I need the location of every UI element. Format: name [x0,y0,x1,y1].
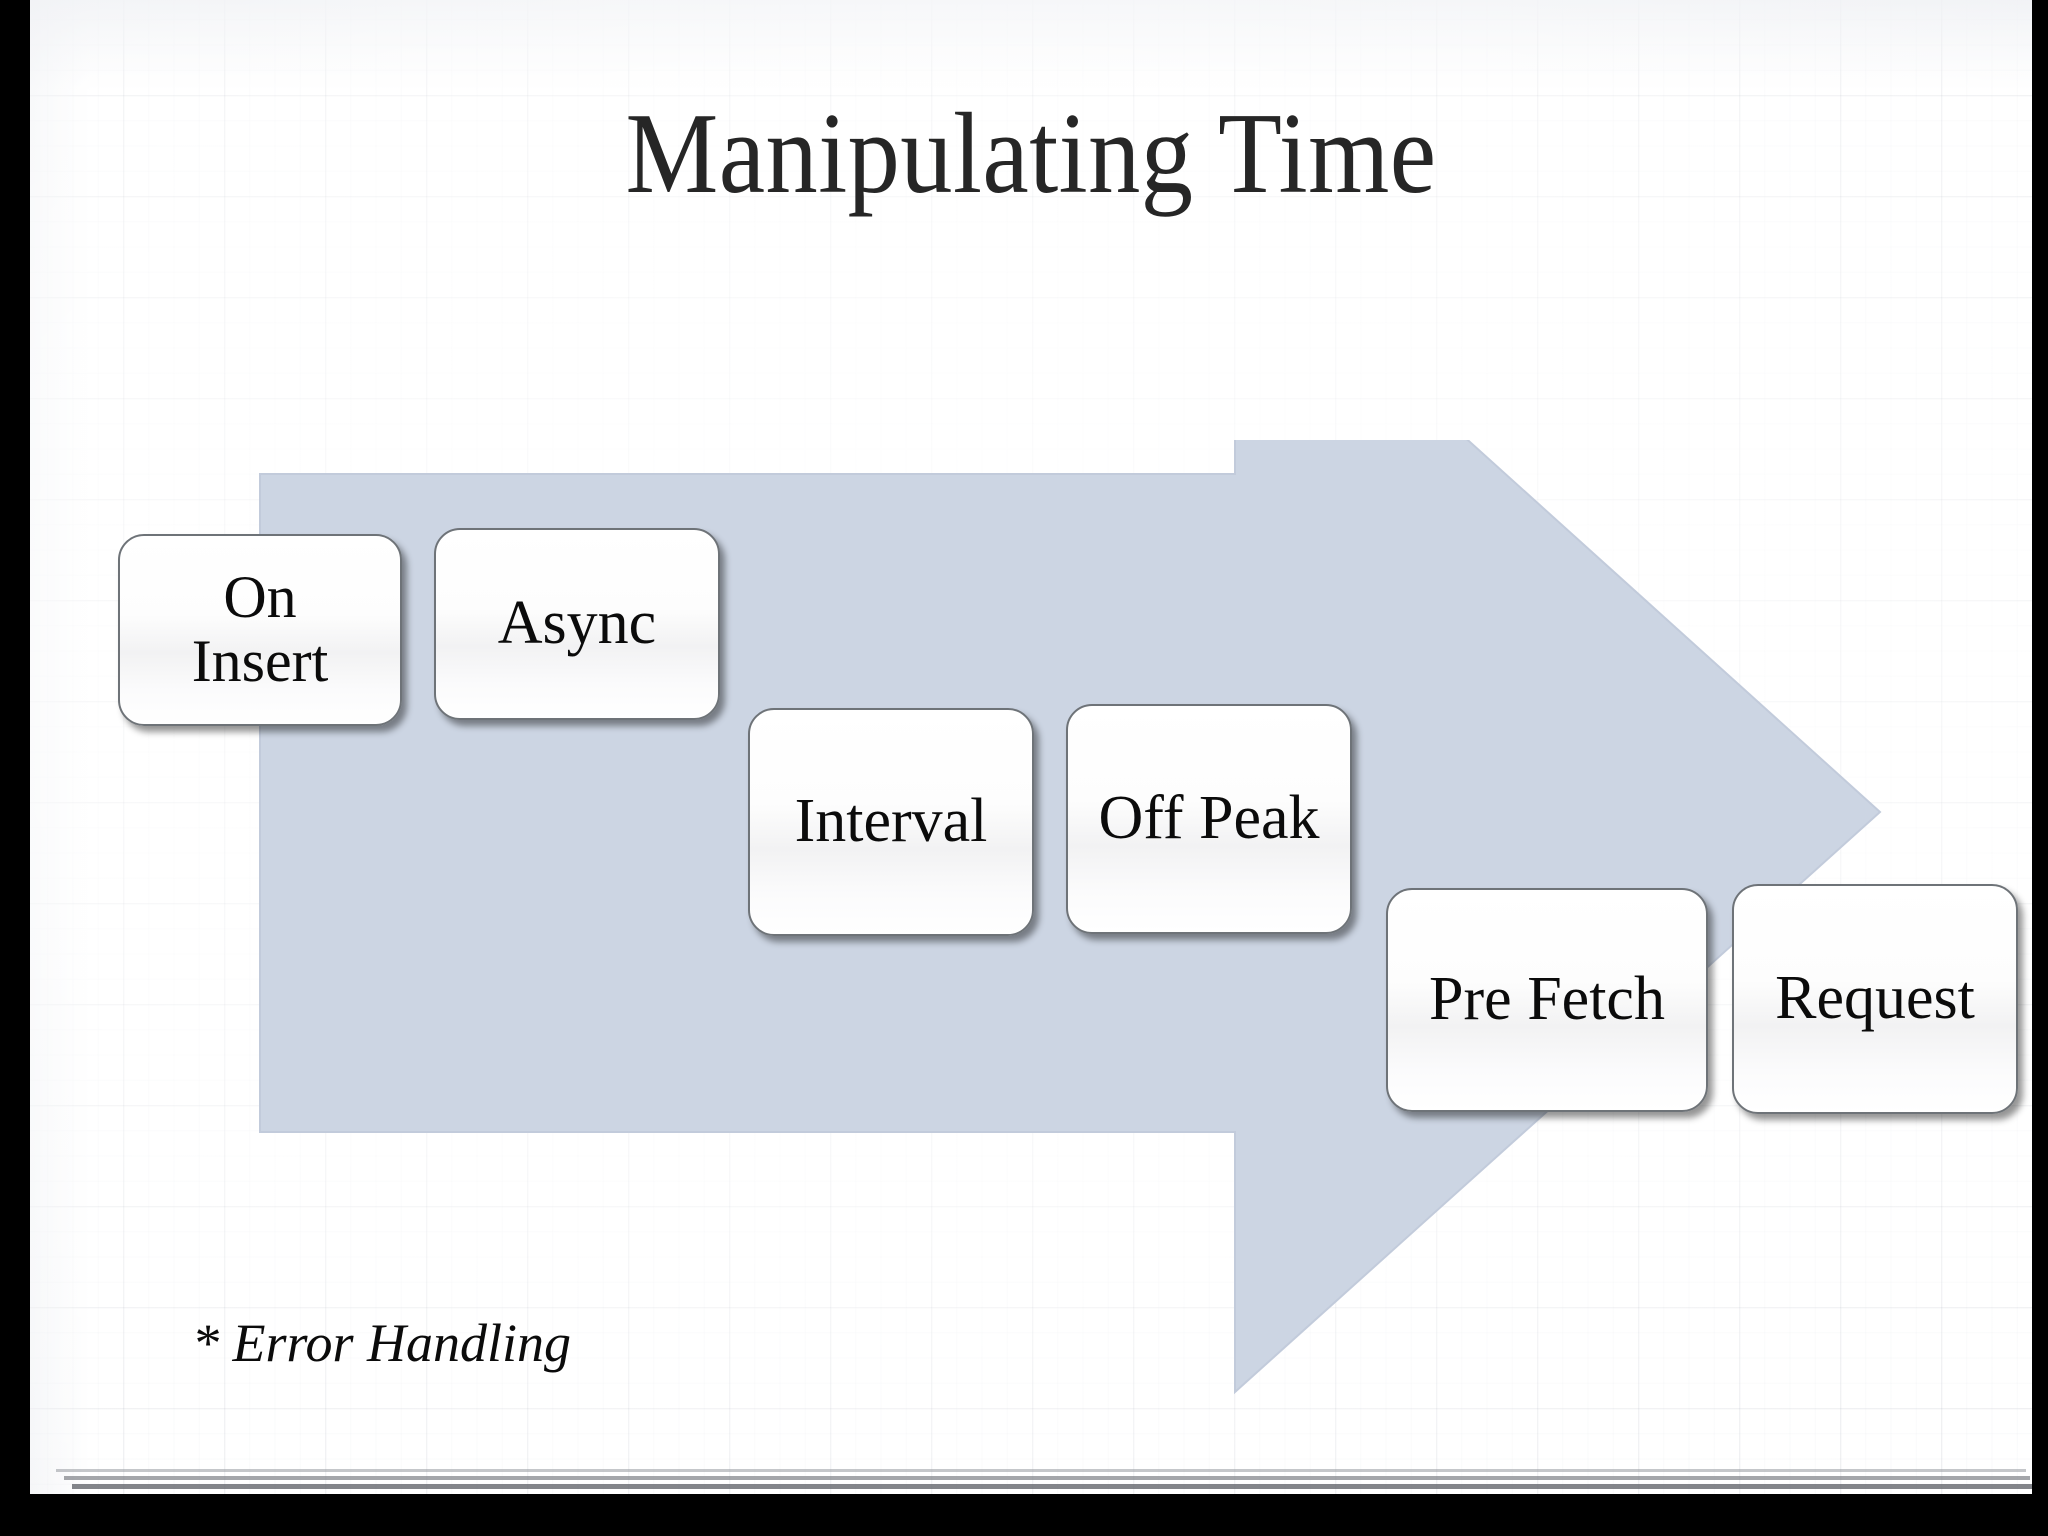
slide-sheet: On Insert Async Interval Off Peak Pre Fe… [30,0,2032,1494]
stage-box-request[interactable]: Request [1732,884,2018,1114]
slide-title: Manipulating Time [625,90,1437,218]
paper-stack-edge-3 [72,1484,2032,1489]
stage-box-on-insert[interactable]: On Insert [118,534,402,726]
slide-footnote: * Error Handling [192,1313,572,1373]
stage-box-off-peak[interactable]: Off Peak [1066,704,1352,934]
stage-box-async[interactable]: Async [434,528,720,720]
stage-box-pre-fetch[interactable]: Pre Fetch [1386,888,1708,1112]
stage-box-interval[interactable]: Interval [748,708,1034,936]
